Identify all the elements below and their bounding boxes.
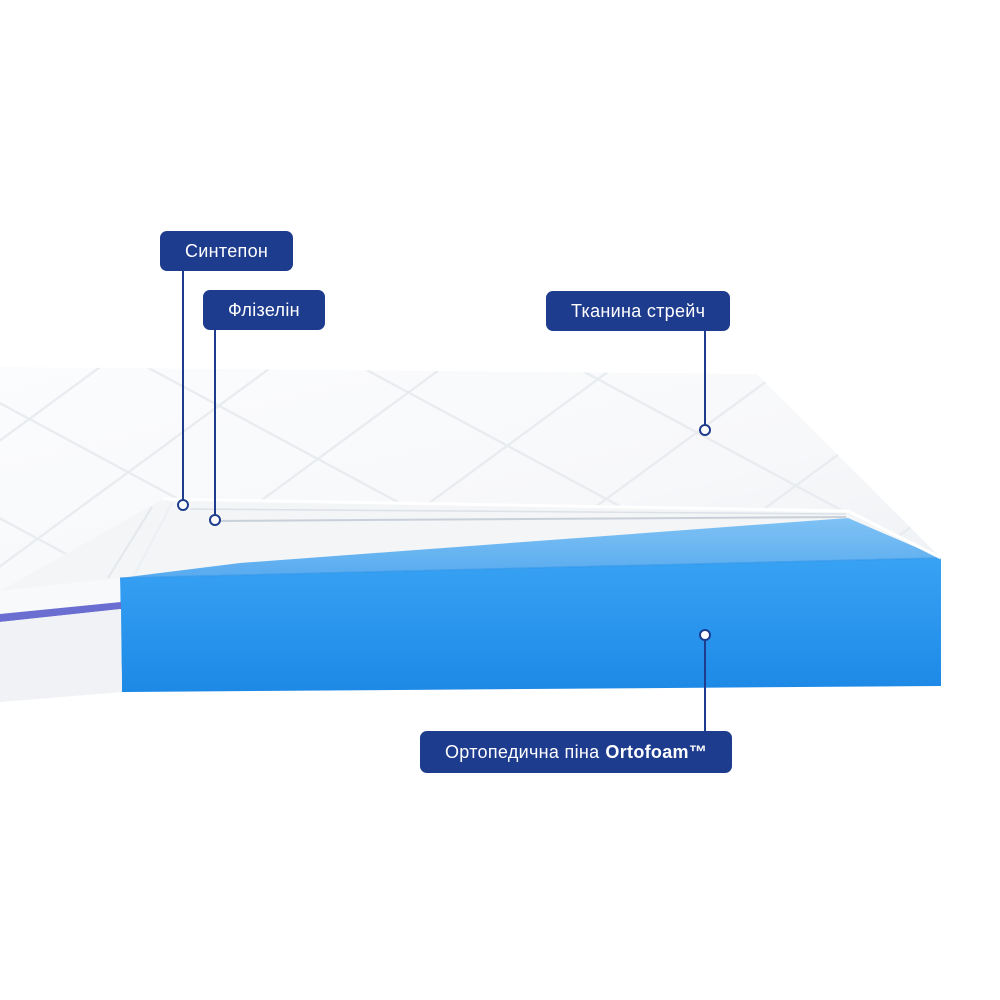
foam-front-surface — [120, 558, 941, 692]
zipper-stripe — [0, 602, 121, 622]
label-stretch-fabric: Тканина стрейч — [546, 291, 731, 331]
callout-dot-ortofoam — [699, 629, 711, 641]
callout-dot-flizelin — [209, 514, 221, 526]
label-ortofoam-prefix: Ортопедична піна — [445, 741, 600, 762]
side-cover-lower — [0, 609, 122, 702]
callout-dot-stretch-fabric — [699, 424, 711, 436]
sintepon-cut-stitch-2 — [133, 502, 173, 577]
label-ortofoam-name: Ortofoam™ — [605, 741, 708, 762]
fabric-edge-highlight — [162, 497, 942, 560]
callout-dot-sintepon — [177, 499, 189, 511]
flizelin-edge-line — [211, 516, 847, 522]
callout-dots — [177, 424, 711, 641]
label-sintepon: Синтепон — [160, 231, 294, 271]
stretch-fabric-edge-line — [189, 508, 847, 515]
label-flizelin-text: Флізелін — [228, 299, 300, 320]
label-stretch-fabric-text: Тканина стрейч — [571, 300, 706, 321]
label-sintepon-text: Синтепон — [185, 240, 269, 261]
foam-edge-line — [119, 557, 942, 579]
label-ortofoam: Ортопедична піна Ortofoam™ — [420, 731, 733, 773]
sintepon-cut-stitch — [107, 506, 153, 579]
label-flizelin: Флізелін — [203, 290, 325, 330]
callout-lines — [182, 271, 706, 731]
